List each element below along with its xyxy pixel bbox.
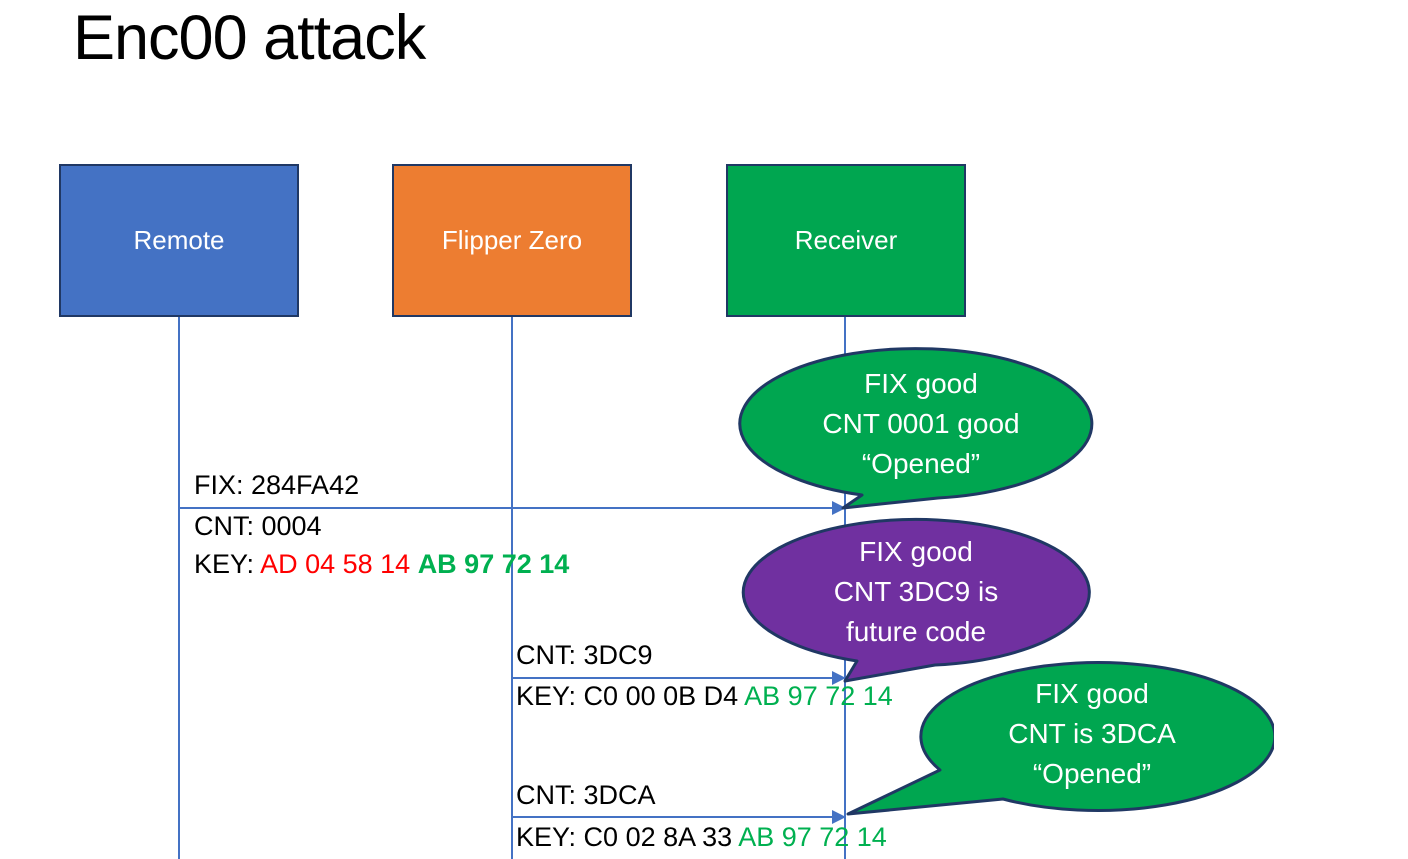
arrowhead-icon — [832, 810, 846, 824]
message1-key-value: KEY: AD 04 58 14 AB 97 72 14 — [194, 549, 569, 580]
speech-bubble-shape — [846, 661, 1274, 816]
message2-cnt-value: CNT: 3DC9 — [516, 640, 653, 670]
bubble-text: FIX good CNT 3DC9 is future code — [738, 532, 1094, 652]
actor-box-remote: Remote — [59, 164, 299, 317]
actor-box-receiver: Receiver — [726, 164, 966, 317]
callout-ellipse — [738, 347, 1094, 510]
key-rolling-part: C0 02 8A 33 — [583, 822, 739, 852]
key-label: KEY: — [516, 822, 584, 852]
bubble-text: FIX good CNT 0001 good “Opened” — [746, 364, 1096, 484]
speech-bubble-shape — [741, 517, 1091, 683]
bubble-line: FIX good — [864, 368, 978, 399]
bubble-line: CNT is 3DCA — [1008, 718, 1176, 749]
bubble-line: future code — [845, 616, 987, 647]
callout-ellipse — [741, 517, 1091, 683]
bubble-line: CNT 3DC9 is — [833, 576, 999, 607]
key-label: KEY: — [194, 549, 261, 579]
message-arrow-flipper-to-receiver-2 — [512, 816, 833, 818]
speech-bubble-receiver-opened-1: FIX good CNT 0001 good “Opened” — [738, 344, 1104, 514]
message3-cnt-value: CNT: 3DCA — [516, 780, 656, 810]
actor-label-receiver: Receiver — [794, 225, 898, 255]
arrowhead-icon — [832, 501, 846, 515]
callout-ellipse — [846, 661, 1274, 816]
bubble-line: FIX good — [859, 536, 973, 567]
speech-bubble-receiver-future-code: FIX good CNT 3DC9 is future code — [738, 514, 1094, 686]
actor-label-remote: Remote — [133, 225, 225, 255]
message1-fix-value: FIX: 284FA42 — [194, 470, 360, 500]
key-rolling-part: AD 04 58 14 — [260, 549, 418, 579]
message-arrow-flipper-to-receiver-1 — [512, 677, 833, 679]
key-label: KEY: — [516, 681, 584, 711]
actor-label-flipper-zero: Flipper Zero — [441, 225, 583, 255]
page-title: Enc00 attack — [73, 3, 426, 73]
key-fixed-part: AB 97 72 14 — [744, 681, 893, 711]
lifeline-remote — [178, 317, 180, 859]
key-rolling-part: C0 00 0B D4 — [583, 681, 745, 711]
arrowhead-icon — [832, 671, 846, 685]
bubble-line: CNT 0001 good — [822, 408, 1020, 439]
actor-box-flipper-zero: Flipper Zero — [392, 164, 632, 317]
message-arrow-remote-to-receiver — [179, 507, 833, 509]
bubble-line: FIX good — [1035, 678, 1149, 709]
lifeline-flipper-zero — [511, 317, 513, 859]
message1-cnt-value: CNT: 0004 — [194, 511, 322, 541]
message2-key-value: KEY: C0 00 0B D4 AB 97 72 14 — [516, 681, 893, 712]
message3-key-value: KEY: C0 02 8A 33 AB 97 72 14 — [516, 822, 887, 853]
speech-bubble-shape — [738, 347, 1094, 510]
key-fixed-part: AB 97 72 14 — [417, 549, 570, 579]
bubble-line: “Opened” — [1032, 758, 1152, 789]
key-fixed-part: AB 97 72 14 — [738, 822, 887, 852]
bubble-text: FIX good CNT is 3DCA “Opened” — [914, 674, 1270, 794]
speech-bubble-receiver-opened-2: FIX good CNT is 3DCA “Opened” — [840, 655, 1274, 825]
bubble-line: “Opened” — [861, 448, 981, 479]
